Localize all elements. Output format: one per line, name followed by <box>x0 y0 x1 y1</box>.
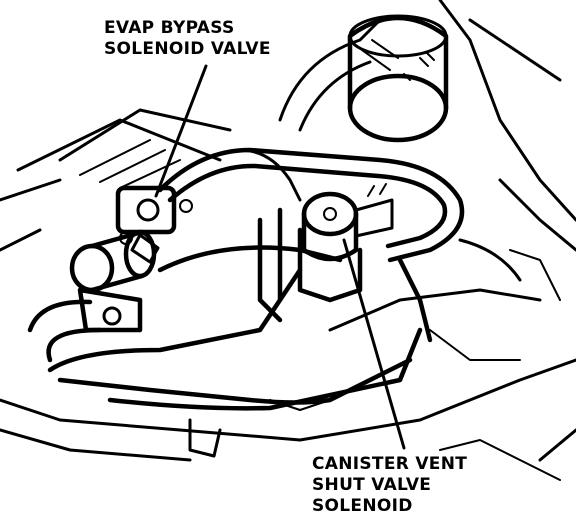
upper-bracket <box>278 18 399 132</box>
canister-drum <box>347 14 449 143</box>
canister-vent-label-line-3: SOLENOID <box>312 496 413 516</box>
canister-vent-solenoid <box>297 183 394 303</box>
left-upper-panel <box>0 108 232 252</box>
bypass-solenoid-cylinder <box>69 229 157 333</box>
evap-bypass-label-line-1: EVAP BYPASS <box>104 18 235 38</box>
metal-lines <box>27 207 433 411</box>
evap-hoses <box>157 147 465 263</box>
canister-vent-label-line-2: SHUT VALVE <box>312 475 432 495</box>
canister-vent-label: CANISTER VENT SHUT VALVE SOLENOID <box>312 454 467 517</box>
evap-bypass-label-line-2: SOLENOID VALVE <box>104 39 271 59</box>
evap-bypass-leader-line <box>154 64 208 198</box>
fender-lines <box>438 0 576 301</box>
evap-bypass-label: EVAP BYPASS SOLENOID VALVE <box>104 18 271 60</box>
canister-vent-leader-line <box>342 238 406 450</box>
canister-vent-label-line-1: CANISTER VENT <box>312 454 468 474</box>
